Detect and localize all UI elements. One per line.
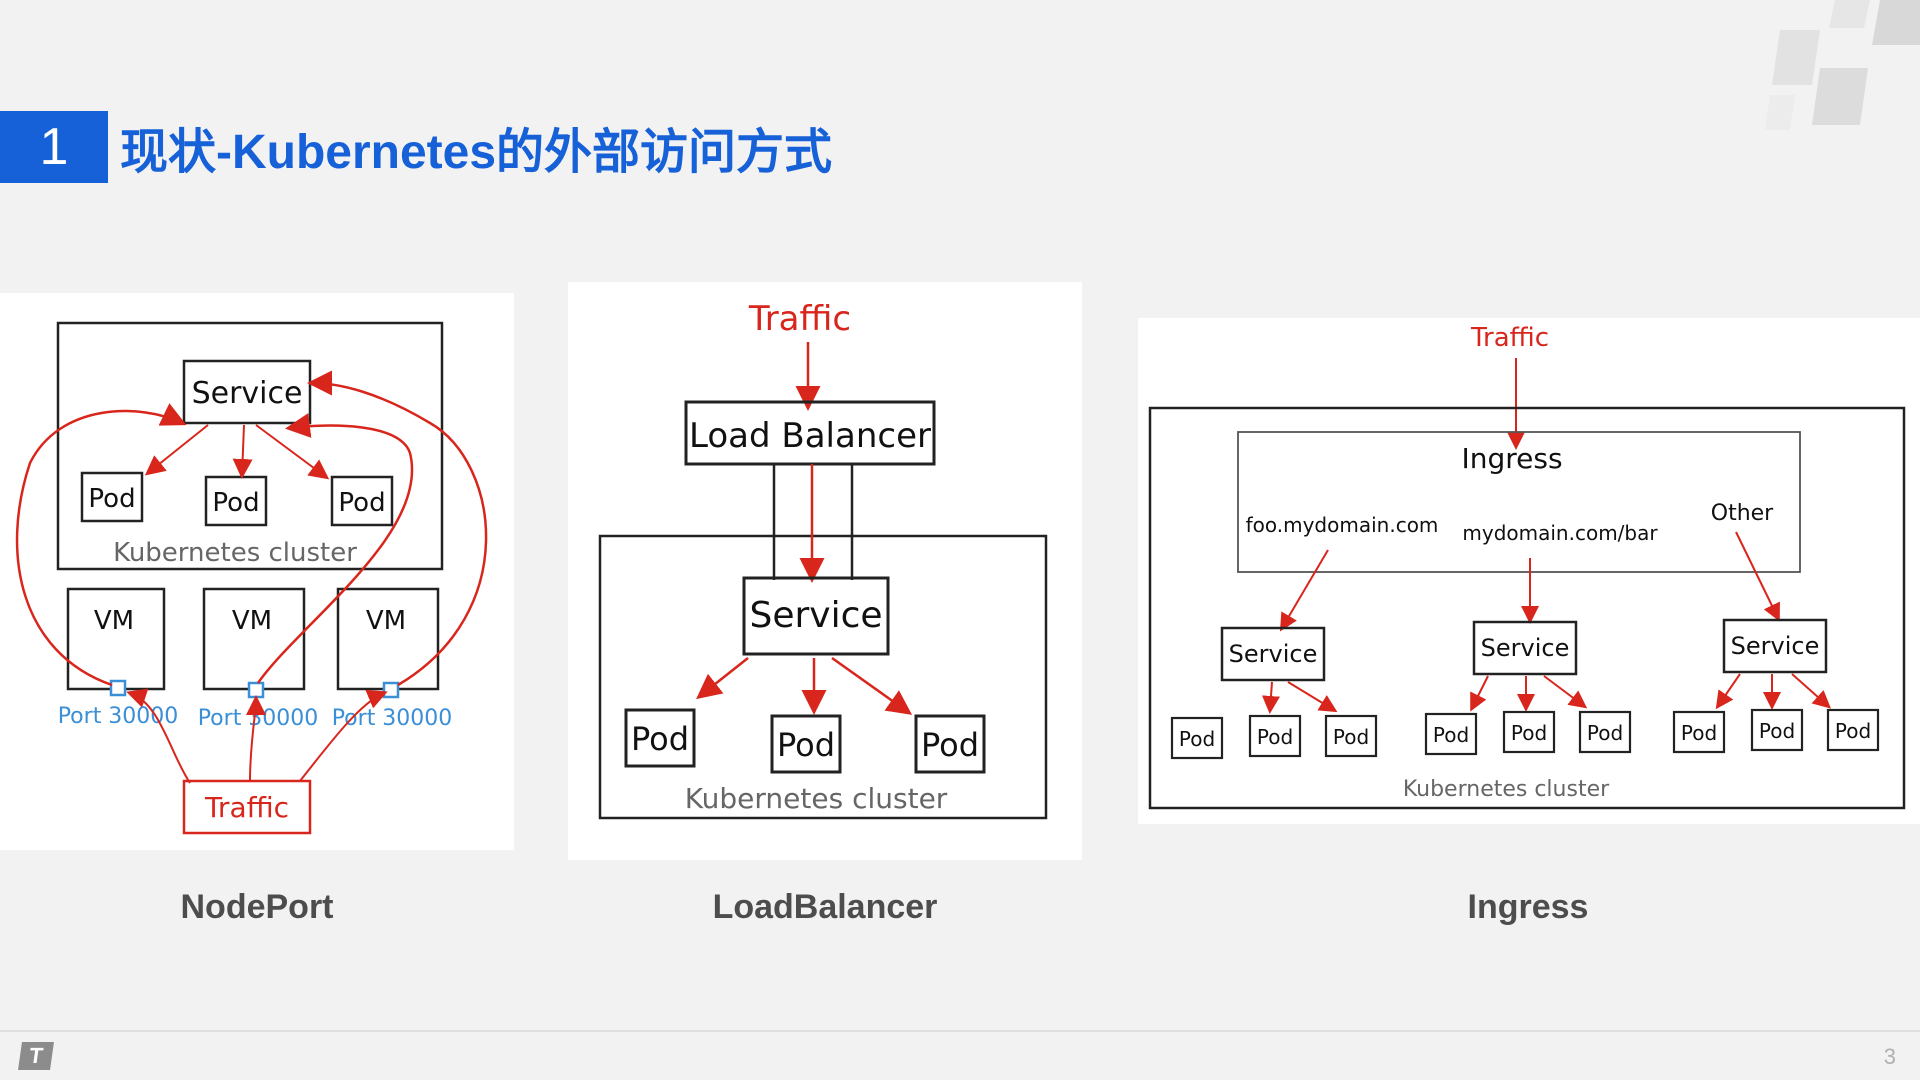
nodeport-pod-label: Pod xyxy=(338,488,385,518)
loadbalancer-caption: LoadBalancer xyxy=(712,888,938,926)
load-balancer-label: Load Balancer xyxy=(689,416,931,456)
ingress-pod-label: Pod xyxy=(1511,721,1547,745)
nodeport-port-label: Port 30000 xyxy=(58,704,179,729)
ingress-pod-label: Pod xyxy=(1433,723,1469,747)
section-number: 1 xyxy=(0,111,108,183)
nodeport-vm-label: VM xyxy=(94,606,134,636)
loadbalancer-cluster-label: Kubernetes cluster xyxy=(685,782,948,815)
loadbalancer-pod-label: Pod xyxy=(631,720,689,758)
section-heading: 1 现状-Kubernetes的外部访问方式 xyxy=(0,111,832,183)
nodeport-cluster-label: Kubernetes cluster xyxy=(113,538,357,568)
ingress-label: Ingress xyxy=(1461,442,1562,475)
nodeport-traffic-label: Traffic xyxy=(204,791,289,824)
nodeport-vm-label: VM xyxy=(232,606,272,636)
loadbalancer-pod-label: Pod xyxy=(921,726,979,764)
ingress-pod-label: Pod xyxy=(1681,721,1717,745)
nodeport-service-label: Service xyxy=(192,376,303,411)
ingress-pod-label: Pod xyxy=(1759,719,1795,743)
ingress-service-label: Service xyxy=(1481,634,1570,662)
ingress-cluster-label: Kubernetes cluster xyxy=(1403,777,1610,802)
nodeport-diagram: Service Pod Pod Pod Kubernetes cluster V… xyxy=(0,293,514,850)
ingress-rule-label: mydomain.com/bar xyxy=(1462,521,1658,545)
ingress-caption: Ingress xyxy=(1467,888,1589,926)
nodeport-pod-label: Pod xyxy=(88,484,135,514)
ingress-pod-label: Pod xyxy=(1587,721,1623,745)
nodeport-vm-label: VM xyxy=(366,606,406,636)
ingress-rule-label: foo.mydomain.com xyxy=(1246,513,1439,537)
ingress-service-label: Service xyxy=(1229,640,1318,668)
ingress-pod-label: Pod xyxy=(1835,719,1871,743)
ingress-pod-label: Pod xyxy=(1257,725,1293,749)
ingress-service-label: Service xyxy=(1731,632,1820,660)
nodeport-port-label: Port 30000 xyxy=(198,706,319,731)
company-logo: T xyxy=(18,1042,54,1070)
loadbalancer-traffic-label: Traffic xyxy=(748,299,851,339)
loadbalancer-service-label: Service xyxy=(749,595,882,636)
loadbalancer-pod-label: Pod xyxy=(777,726,835,764)
ingress-pod-label: Pod xyxy=(1333,725,1369,749)
ingress-traffic-label: Traffic xyxy=(1470,323,1549,353)
nodeport-pod-label: Pod xyxy=(212,488,259,518)
page-title: 现状-Kubernetes的外部访问方式 xyxy=(120,126,833,179)
loadbalancer-diagram: Traffic Load Balancer Service Pod Pod Po… xyxy=(568,282,1082,860)
ingress-rule-label: Other xyxy=(1711,501,1774,526)
ingress-pod-label: Pod xyxy=(1179,727,1215,751)
nodeport-caption: NodePort xyxy=(180,888,334,926)
nodeport-port-label: Port 30000 xyxy=(332,706,453,731)
footer-divider xyxy=(0,1030,1920,1032)
ingress-diagram: Traffic Ingress foo.mydomain.com mydomai… xyxy=(1138,318,1920,824)
page-number: 3 xyxy=(1883,1044,1896,1069)
corner-decoration xyxy=(1765,0,1920,130)
